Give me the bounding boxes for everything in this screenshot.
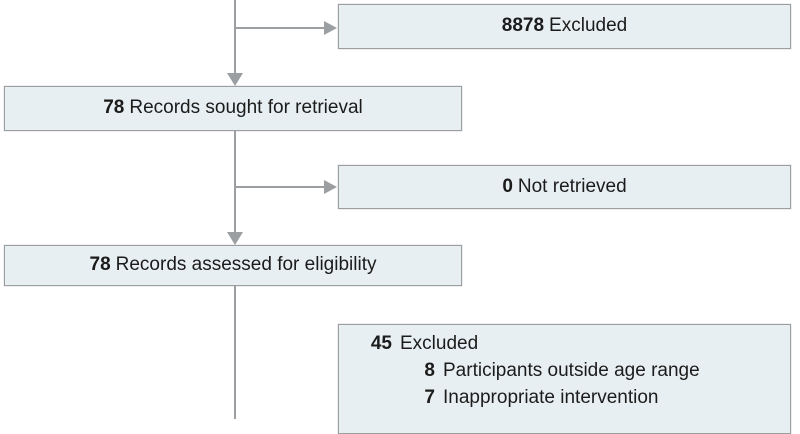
branch-line-to-excluded-screening	[234, 27, 330, 29]
exclusion-reason-label: Participants outside age range	[443, 360, 700, 381]
box-excluded-screening-count: 8878	[501, 15, 545, 37]
arrow-down-icon-records-sought	[227, 73, 243, 86]
box-records-assessed-count: 78	[89, 254, 111, 276]
box-not-retrieved-label: Not retrieved	[517, 175, 627, 197]
excluded-eligibility-count: 45	[370, 333, 392, 354]
box-records-assessed-label: Records assessed for eligibility	[115, 254, 377, 276]
arrow-right-icon-excluded-screening	[324, 21, 337, 35]
box-excluded-eligibility: 45 Excluded 8 Participants outside age r…	[338, 324, 791, 434]
exclusion-reason-count: 7	[424, 387, 435, 408]
branch-line-to-not-retrieved	[234, 186, 330, 188]
box-not-retrieved-count: 0	[502, 175, 513, 197]
excluded-eligibility-label: Excluded	[400, 333, 479, 354]
excluded-eligibility-heading: 45 Excluded	[339, 334, 790, 353]
trunk-line-segment-3	[234, 286, 236, 419]
arrow-down-icon-records-assessed	[227, 232, 243, 245]
box-excluded-screening-label: Excluded	[549, 15, 628, 37]
trunk-line-segment-2	[234, 131, 236, 234]
exclusion-reason-count: 8	[424, 360, 435, 381]
exclusion-reason-row: 7 Inappropriate intervention	[339, 388, 790, 407]
trunk-line-segment-1	[234, 0, 236, 74]
box-records-sought-count: 78	[103, 97, 125, 119]
exclusion-reason-label: Inappropriate intervention	[443, 387, 659, 408]
arrow-right-icon-not-retrieved	[324, 180, 337, 194]
box-records-sought-label: Records sought for retrieval	[129, 97, 363, 119]
exclusion-reason-row: 8 Participants outside age range	[339, 361, 790, 380]
